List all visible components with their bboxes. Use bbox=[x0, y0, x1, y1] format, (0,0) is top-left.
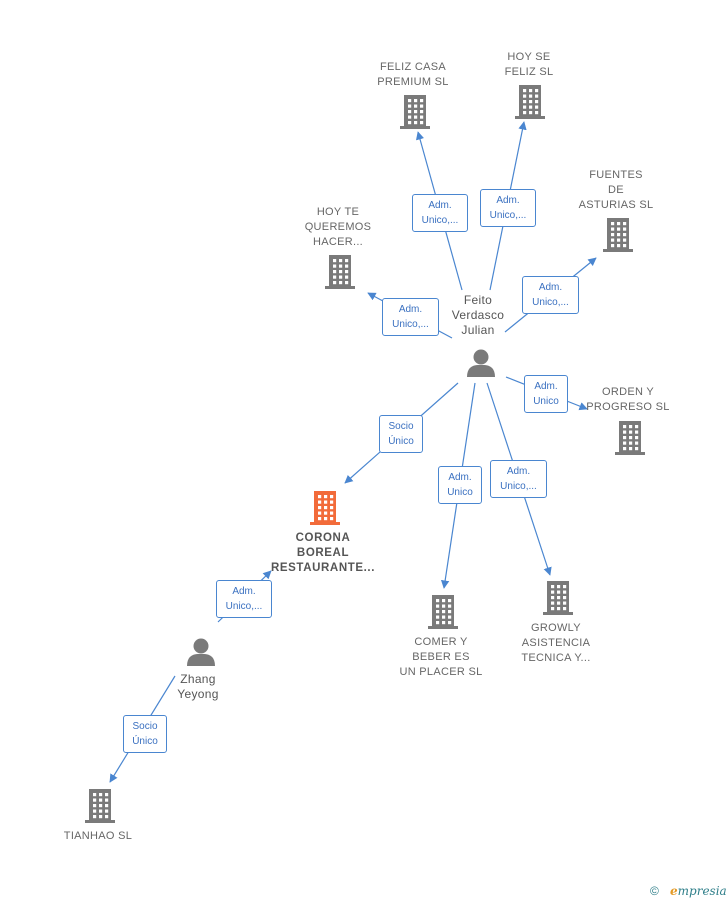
building-icon-hoy-te-queremos[interactable] bbox=[325, 255, 355, 289]
node-label-feliz-casa[interactable]: FELIZ CASA PREMIUM SL bbox=[377, 61, 449, 88]
node-label-growly[interactable]: GROWLY ASISTENCIA TECNICA Y... bbox=[521, 622, 591, 664]
person-icon-feito[interactable] bbox=[467, 349, 495, 378]
brand-rest: mpresia bbox=[677, 884, 727, 898]
building-icon-fuentes-asturias[interactable] bbox=[603, 218, 633, 252]
node-label-corona-boreal[interactable]: CORONA BOREAL RESTAURANTE... bbox=[270, 532, 376, 574]
person-icon-zhang[interactable] bbox=[187, 638, 215, 667]
edge-label-feito-to-comer-beber[interactable]: Adm. Unico bbox=[438, 466, 482, 504]
edge-label-zhang-to-tianhao[interactable]: Socio Único bbox=[123, 715, 167, 753]
node-label-fuentes-asturias[interactable]: FUENTES DE ASTURIAS SL bbox=[578, 169, 654, 211]
edge-label-feito-to-corona-boreal[interactable]: Socio Único bbox=[379, 415, 423, 453]
edge-label-feito-to-fuentes-asturias[interactable]: Adm. Unico,... bbox=[522, 276, 579, 314]
node-label-hoy-te-queremos[interactable]: HOY TE QUEREMOS HACER... bbox=[304, 206, 372, 248]
building-icon-hoy-se-feliz[interactable] bbox=[515, 85, 545, 119]
building-icon-growly[interactable] bbox=[543, 581, 573, 615]
building-icon-feliz-casa[interactable] bbox=[400, 95, 430, 129]
edge-label-feito-to-growly[interactable]: Adm. Unico,... bbox=[490, 460, 547, 498]
edge-label-feito-to-hoy-te-queremos[interactable]: Adm. Unico,... bbox=[382, 298, 439, 336]
node-label-comer-beber[interactable]: COMER Y BEBER ES UN PLACER SL bbox=[399, 636, 483, 678]
building-icon-orden-progreso[interactable] bbox=[615, 421, 645, 455]
brand-initial: e bbox=[670, 884, 678, 898]
node-label-hoy-se-feliz[interactable]: HOY SE FELIZ SL bbox=[504, 51, 554, 78]
edge-label-feito-to-hoy-se-feliz[interactable]: Adm. Unico,... bbox=[480, 189, 536, 227]
edge-label-feito-to-feliz-casa[interactable]: Adm. Unico,... bbox=[412, 194, 468, 232]
edge-label-feito-to-orden-progreso[interactable]: Adm. Unico bbox=[524, 375, 568, 413]
copyright-icon: © bbox=[650, 884, 659, 898]
node-label-orden-progreso[interactable]: ORDEN Y PROGRESO SL bbox=[586, 386, 670, 413]
building-icon-tianhao[interactable] bbox=[85, 789, 115, 823]
node-label-feito[interactable]: Feito Verdasco Julian bbox=[451, 293, 505, 337]
brand-logo[interactable]: empresia bbox=[670, 884, 727, 898]
building-icon-comer-beber[interactable] bbox=[428, 595, 458, 629]
node-label-zhang[interactable]: Zhang Yeyong bbox=[177, 672, 219, 701]
node-label-tianhao[interactable]: TIANHAO SL bbox=[63, 830, 133, 842]
edge-label-zhang-to-corona-boreal[interactable]: Adm. Unico,... bbox=[216, 580, 272, 618]
building-icon-corona-boreal[interactable] bbox=[310, 491, 340, 525]
